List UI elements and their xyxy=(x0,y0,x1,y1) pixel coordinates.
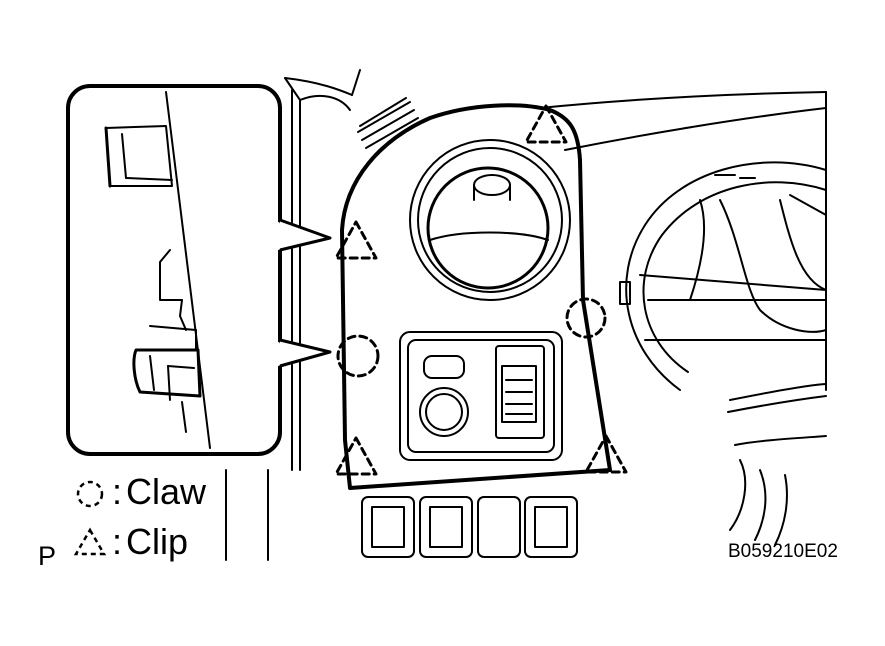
claw-marker-right xyxy=(565,297,607,339)
panel-outline xyxy=(340,103,612,490)
claw-icon xyxy=(76,480,104,508)
legend-clip-separator: : xyxy=(112,521,123,562)
clip-marker-top xyxy=(524,104,568,144)
clip-marker-right-lower xyxy=(584,434,628,474)
legend-claw-label: Claw xyxy=(126,471,207,512)
air-vent xyxy=(409,139,571,301)
clip-icon xyxy=(73,527,107,556)
legend-clip: : Clip xyxy=(70,524,188,560)
claw-marker-left xyxy=(336,334,380,378)
dashboard-background-lines xyxy=(225,69,827,561)
steering-wheel-area xyxy=(619,161,827,546)
clip-marker-left-upper xyxy=(334,220,378,260)
figure-reference-code: B059210E02 xyxy=(728,541,838,562)
switch-bezel xyxy=(399,331,563,461)
detail-inset xyxy=(66,84,332,456)
legend-claw: : Claw xyxy=(70,474,206,510)
clip-marker-left-lower xyxy=(334,436,378,476)
legend-clip-label: Clip xyxy=(126,521,189,562)
legend-claw-separator: : xyxy=(112,471,123,512)
page-marker: P xyxy=(38,541,57,571)
clip-markers xyxy=(334,104,628,476)
claw-markers xyxy=(336,297,607,378)
lower-switch-blocks xyxy=(361,496,578,558)
